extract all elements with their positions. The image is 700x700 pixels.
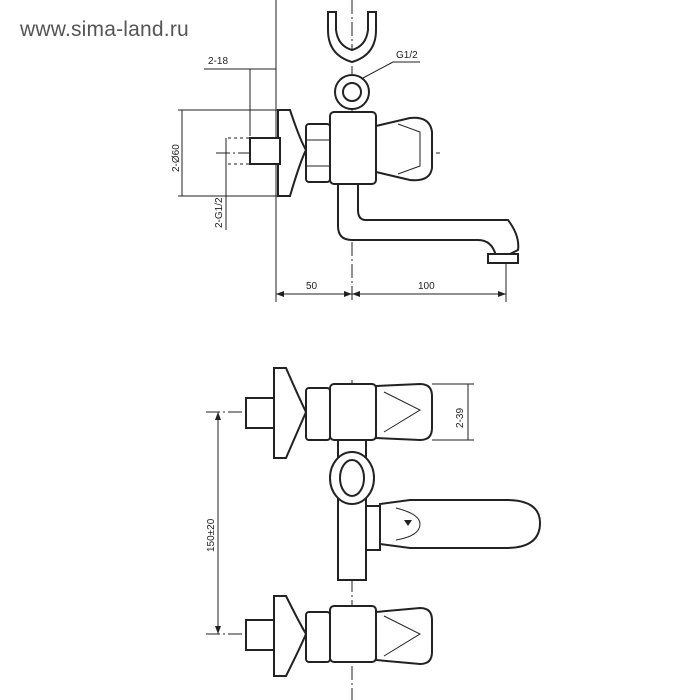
thread-leader bbox=[362, 61, 394, 79]
upper-inlet-pipe bbox=[245, 397, 275, 429]
plan-spout bbox=[379, 499, 542, 549]
lower-inlet-pipe bbox=[245, 619, 275, 651]
lower-valve-body bbox=[329, 605, 377, 663]
handle-detail bbox=[397, 123, 421, 175]
wall-flange bbox=[277, 109, 308, 197]
plan-view: 2-39 150±20 bbox=[206, 367, 542, 700]
dim-label-g12-top: G1/2 bbox=[396, 50, 418, 61]
dim-label-50: 50 bbox=[306, 281, 318, 292]
upper-handle-detail bbox=[383, 391, 422, 433]
spout bbox=[337, 183, 520, 257]
upper-hex-nut bbox=[305, 387, 331, 441]
lower-handle-detail bbox=[383, 615, 422, 657]
diverter-arrow-icon bbox=[404, 520, 412, 526]
dim-label-flange: 2-Ø60 bbox=[171, 144, 182, 172]
shower-connector-inner bbox=[339, 459, 365, 497]
dim-label-2-39: 2-39 bbox=[455, 408, 466, 428]
watermark-text: www.sima-land.ru bbox=[20, 18, 189, 41]
dim-label-100: 100 bbox=[418, 281, 435, 292]
dim-label-inlet-thread: 2-G1/2 bbox=[214, 197, 225, 228]
diverter-knob bbox=[395, 507, 421, 541]
mixer-body bbox=[329, 111, 377, 185]
lower-flange bbox=[273, 595, 308, 677]
lower-handle bbox=[375, 606, 433, 666]
upper-handle bbox=[375, 382, 433, 442]
side-view: 2-18 G1/2 2-Ø60 2-G1/2 50 100 bbox=[171, 0, 520, 302]
dim-label-2-18: 2-18 bbox=[208, 56, 228, 67]
valve-handle bbox=[375, 116, 433, 182]
upper-valve-body bbox=[329, 383, 377, 441]
aerator bbox=[487, 253, 519, 264]
inlet-pipe bbox=[249, 137, 281, 165]
upper-flange bbox=[273, 367, 308, 459]
hex-nut bbox=[305, 123, 331, 183]
dim-label-150: 150±20 bbox=[206, 518, 217, 552]
shower-holder bbox=[327, 11, 377, 64]
shower-outlet-inner bbox=[342, 82, 362, 102]
spout-collar bbox=[365, 505, 381, 551]
lower-hex-nut bbox=[305, 611, 331, 663]
